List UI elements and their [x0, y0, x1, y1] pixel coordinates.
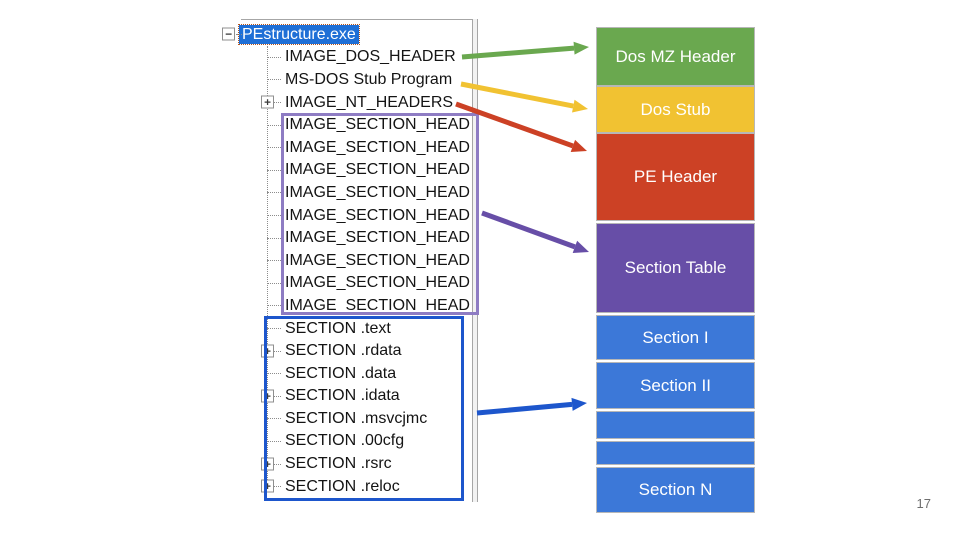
tree-connector-line: [267, 418, 281, 420]
section-table-arrow: [481, 210, 589, 253]
tree-item-label: SECTION .idata: [285, 387, 400, 405]
tree-item-section-text[interactable]: SECTION .text: [218, 317, 474, 340]
tree-item-ms-dos-stub-program[interactable]: MS-DOS Stub Program: [218, 68, 474, 91]
block-section-ii: Section II: [596, 362, 755, 409]
block-section-row: [596, 441, 755, 465]
block-section-table: Section Table: [596, 223, 755, 313]
sections-box: [264, 316, 464, 501]
tree-item-image-dos-header[interactable]: IMAGE_DOS_HEADER: [218, 46, 474, 69]
block-pe-header: PE Header: [596, 133, 755, 221]
tree-connector-line: [267, 79, 281, 81]
plus-expander-icon[interactable]: +: [261, 95, 274, 109]
tree-item-image-nt-headers[interactable]: + IMAGE_NT_HEADERS: [218, 91, 474, 114]
tree-item-label: IMAGE_NT_HEADERS: [285, 93, 454, 111]
tree-item-label: IMAGE_SECTION_HEAD: [285, 274, 470, 292]
block-section-i: Section I: [596, 315, 755, 360]
tree-item-image-section-head[interactable]: IMAGE_SECTION_HEAD: [218, 294, 474, 317]
tree-item-label: SECTION .00cfg: [285, 432, 405, 450]
tree-connector-line: [267, 305, 281, 307]
tree-item-label: IMAGE_SECTION_HEAD: [285, 251, 470, 269]
tree-connector-line: [267, 350, 281, 352]
dos-stub-arrow: [460, 81, 588, 113]
tree-item-image-section-head[interactable]: IMAGE_SECTION_HEAD: [218, 136, 474, 159]
block-label: Section I: [642, 327, 709, 347]
tree-item-image-section-head[interactable]: IMAGE_SECTION_HEAD: [218, 249, 474, 272]
tree-item-label: SECTION .msvcjmc: [285, 409, 428, 427]
tree-connector-line: [267, 373, 281, 375]
tree-connector-line: [267, 147, 281, 149]
block-dos-stub: Dos Stub: [596, 86, 755, 133]
tree-connector-line: [267, 282, 281, 284]
tree-panel-top-border: [241, 19, 478, 20]
tree-item-label: SECTION .rdata: [285, 342, 402, 360]
block-section-n: Section N: [596, 467, 755, 513]
tree-item-label: IMAGE_SECTION_HEAD: [285, 229, 470, 247]
block-label: PE Header: [633, 167, 718, 186]
tree-item-label: SECTION .text: [285, 319, 391, 337]
tree-item-label: IMAGE_SECTION_HEAD: [285, 116, 470, 134]
tree-item-section-00cfg[interactable]: SECTION .00cfg: [218, 430, 474, 453]
tree-connector-line: [267, 260, 281, 262]
block-label: Section N: [638, 480, 713, 499]
section-headers-box: [281, 113, 479, 315]
tree-connector-line: [267, 463, 281, 465]
block-label: Dos MZ Header: [615, 46, 736, 66]
tree-item-section-data[interactable]: SECTION .data: [218, 362, 474, 385]
dos-mz-header-arrow: [461, 41, 589, 60]
tree-connector-line: [267, 237, 281, 239]
block-label: Dos Stub: [640, 99, 711, 119]
block-section-row: [596, 411, 755, 439]
minus-expander-icon[interactable]: −: [222, 27, 235, 41]
tree-item-label: IMAGE_SECTION_HEAD: [285, 138, 470, 156]
tree-connector-line: [267, 440, 281, 442]
tree-connector-line: [267, 395, 281, 397]
tree-item-label: IMAGE_SECTION_HEAD: [285, 161, 470, 179]
tree-connector-line: [267, 102, 281, 104]
tree-item-label: IMAGE_SECTION_HEAD: [285, 183, 470, 201]
tree-connector-line: [267, 169, 281, 171]
tree-item-label: IMAGE_SECTION_HEAD: [285, 296, 470, 314]
tree-connector-line: [236, 34, 242, 36]
tree-item-image-section-head[interactable]: IMAGE_SECTION_HEAD: [218, 159, 474, 182]
block-label: Section Table: [624, 258, 727, 277]
tree-item-image-section-head[interactable]: IMAGE_SECTION_HEAD: [218, 226, 474, 249]
tree-item-image-section-head[interactable]: IMAGE_SECTION_HEAD: [218, 272, 474, 295]
tree-item-image-section-head[interactable]: IMAGE_SECTION_HEAD: [218, 113, 474, 136]
tree-item-label: SECTION .rsrc: [285, 455, 392, 473]
block-dos-mz-header: Dos MZ Header: [596, 27, 755, 86]
sections-arrow: [476, 397, 587, 416]
tree-connector-line: [267, 215, 281, 217]
tree-item-label: SECTION .reloc: [285, 477, 400, 495]
tree-item-label: SECTION .data: [285, 364, 397, 382]
tree-item-image-section-head[interactable]: IMAGE_SECTION_HEAD: [218, 181, 474, 204]
tree-branch-line: [267, 46, 268, 486]
tree-connector-line: [267, 56, 281, 58]
tree-item-label: IMAGE_DOS_HEADER: [285, 48, 456, 66]
tree-connector-line: [267, 328, 281, 330]
tree-item-label: IMAGE_SECTION_HEAD: [285, 206, 470, 224]
page-number: 17: [916, 496, 931, 511]
tree-connector-line: [267, 124, 281, 126]
tree-item-section-rsrc[interactable]: +SECTION .rsrc: [218, 452, 474, 475]
tree-item-label: PEstructure.exe: [238, 23, 360, 45]
tree-item-image-section-head[interactable]: IMAGE_SECTION_HEAD: [218, 204, 474, 227]
tree-item-label: MS-DOS Stub Program: [285, 70, 453, 88]
tree-item-pestructure-exe[interactable]: −PEstructure.exe: [218, 23, 474, 46]
tree-connector-line: [267, 192, 281, 194]
tree-connector-line: [267, 486, 281, 488]
block-label: Section II: [640, 375, 711, 395]
tree-item-section-msvcjmc[interactable]: SECTION .msvcjmc: [218, 407, 474, 430]
